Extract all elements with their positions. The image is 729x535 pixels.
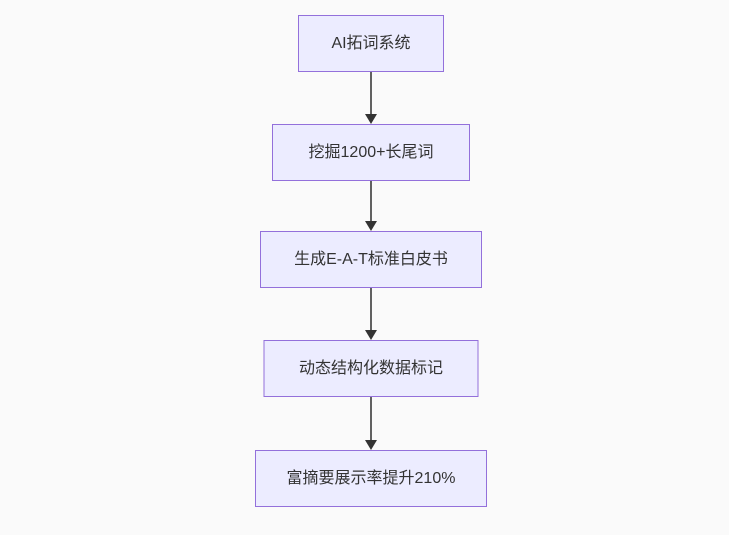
edge-line xyxy=(370,72,372,115)
flow-edge-1 xyxy=(365,72,377,124)
flow-node-label: 动态结构化数据标记 xyxy=(298,359,443,377)
flow-node-label: AI拓词系统 xyxy=(331,34,411,52)
arrowhead-down-icon xyxy=(365,221,377,231)
flow-edge-2 xyxy=(365,181,377,231)
edge-line xyxy=(370,397,372,441)
flow-node-eat-whitepaper: 生成E-A-T标准白皮书 xyxy=(260,231,482,288)
flow-node-longtail-mining: 挖掘1200+长尾词 xyxy=(272,124,470,181)
arrowhead-down-icon xyxy=(365,330,377,340)
flow-node-label: 富摘要展示率提升210% xyxy=(286,469,456,487)
arrowhead-down-icon xyxy=(365,114,377,124)
arrowhead-down-icon xyxy=(365,440,377,450)
flow-node-label: 生成E-A-T标准白皮书 xyxy=(294,250,448,268)
edge-line xyxy=(370,181,372,222)
flow-node-label: 挖掘1200+长尾词 xyxy=(308,143,434,161)
edge-line xyxy=(370,288,372,331)
flow-node-ai-word-system: AI拓词系统 xyxy=(298,15,444,72)
flow-node-structured-data: 动态结构化数据标记 xyxy=(263,340,479,397)
flow-edge-4 xyxy=(365,397,377,450)
flow-node-rich-snippet-result: 富摘要展示率提升210% xyxy=(255,450,487,507)
flow-edge-3 xyxy=(365,288,377,340)
